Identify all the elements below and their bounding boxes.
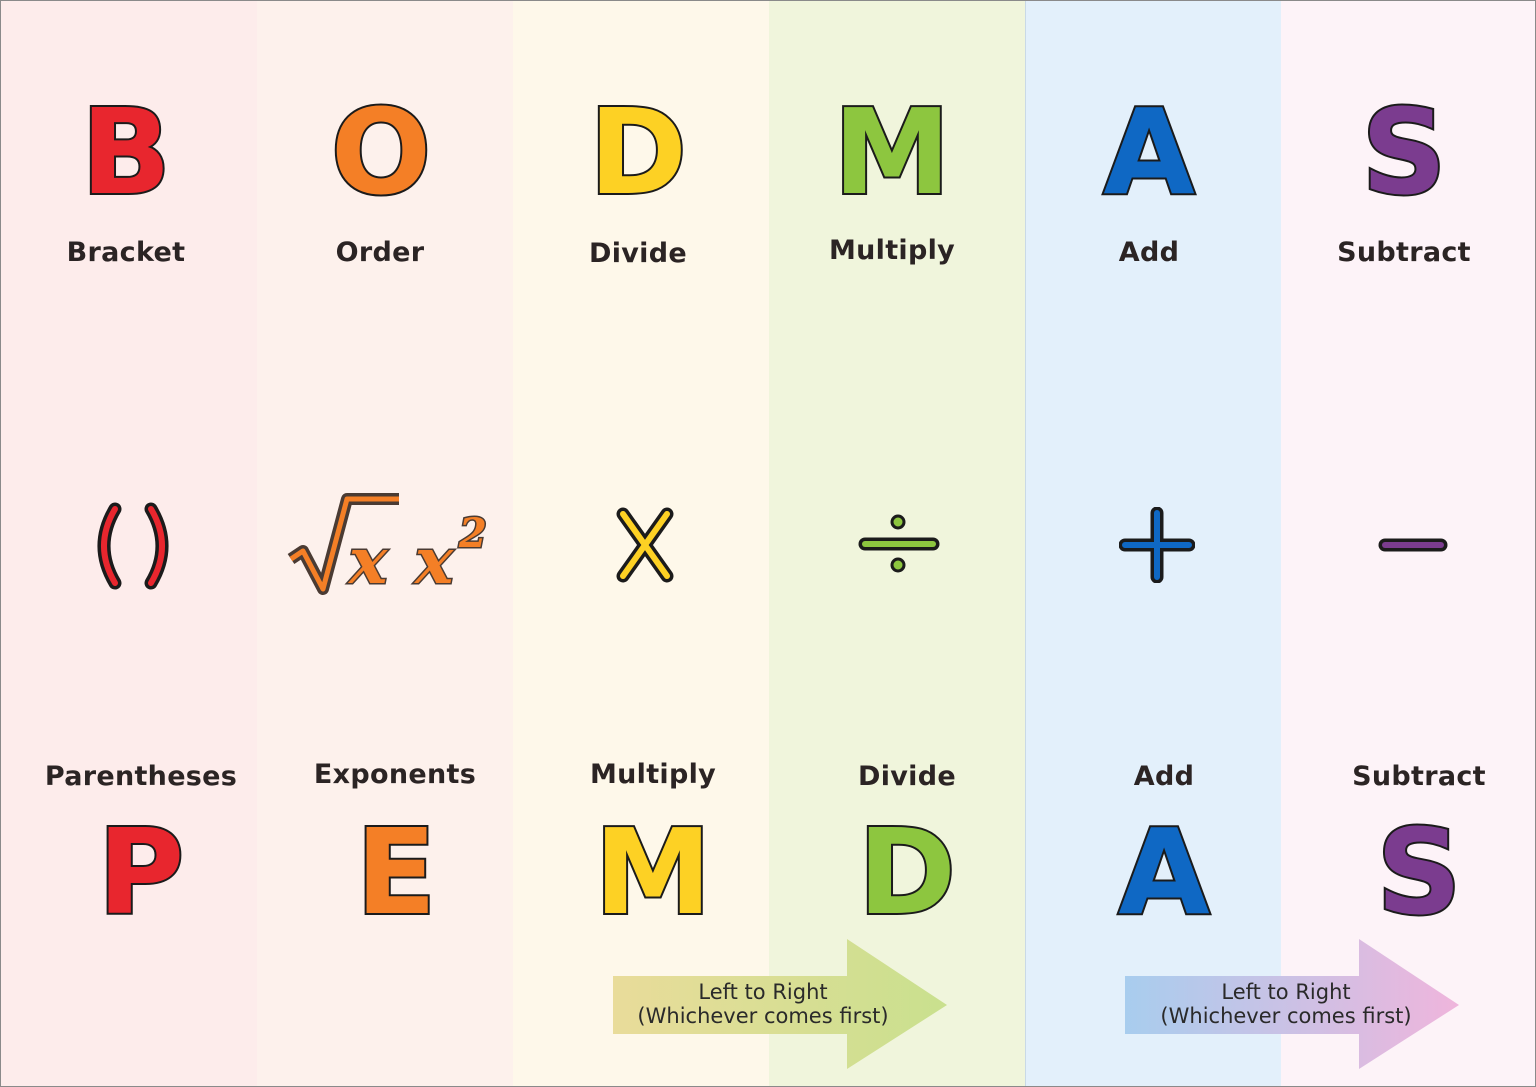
word-subtract-bottom: Subtract (1352, 761, 1486, 792)
column-order (257, 1, 513, 1086)
arrow-1-line1: Left to Right (698, 980, 828, 1004)
word-multiply: Multiply (828, 235, 956, 266)
plus-icon (1119, 507, 1195, 583)
arrow-1-label: Left to Right (Whichever comes first) (603, 980, 923, 1028)
letter-m: M (831, 83, 952, 221)
arrow-2-line2: (Whichever comes first) (1160, 1004, 1412, 1028)
left-to-right-arrow-1 (613, 939, 947, 1069)
minus-icon (1378, 538, 1448, 552)
multiply-icon (616, 507, 674, 583)
root-and-power-icon: x x 2 (287, 493, 488, 601)
letter-d: D (587, 83, 689, 221)
letter-a-bottom: A (1116, 803, 1211, 941)
left-to-right-arrow-2 (1125, 939, 1459, 1069)
letter-s-bottom: S (1375, 803, 1464, 941)
word-subtract: Subtract (1337, 237, 1471, 268)
letter-s: S (1360, 83, 1449, 221)
word-bracket: Bracket (66, 237, 186, 268)
letter-a: A (1101, 83, 1196, 221)
letter-d-bottom: D (856, 803, 958, 941)
word-parentheses: Parentheses (44, 761, 238, 792)
word-add: Add (1118, 237, 1180, 268)
letter-m-bottom: M (592, 803, 713, 941)
arrow-2-label: Left to Right (Whichever comes first) (1126, 980, 1446, 1028)
column-bracket (1, 1, 257, 1086)
exponent-label: 2 (458, 510, 487, 557)
word-order: Order (335, 237, 425, 268)
word-exponents: Exponents (313, 759, 477, 790)
arrow-1-line2: (Whichever comes first) (637, 1004, 889, 1028)
root-x-label: x (347, 524, 388, 599)
word-add-bottom: Add (1133, 761, 1195, 792)
word-divide-bottom: Divide (858, 761, 956, 792)
power-x-label: x (413, 524, 454, 599)
parentheses-icon (97, 502, 169, 590)
word-multiply-bottom: Multiply (589, 759, 717, 790)
arrow-2-line1: Left to Right (1221, 980, 1351, 1004)
divide-icon (858, 514, 940, 573)
letter-p: P (96, 803, 186, 941)
letter-e: E (354, 803, 439, 941)
letter-o: O (329, 83, 433, 221)
letter-b: B (79, 83, 173, 221)
word-divide: Divide (589, 238, 687, 269)
